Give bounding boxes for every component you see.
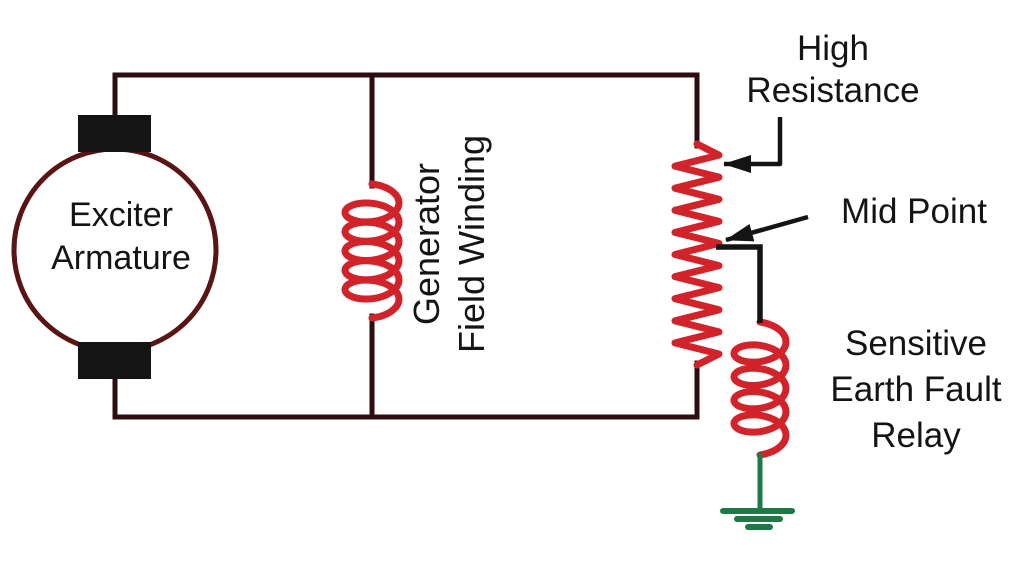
earth-fault-relay-coil bbox=[730, 318, 790, 459]
midpoint-tap-wire bbox=[716, 244, 763, 323]
sensitive-earth-fault-relay-label-line1: Sensitive bbox=[844, 324, 988, 363]
generator-field-winding-coil bbox=[341, 180, 403, 322]
brush-top-rect bbox=[78, 115, 151, 152]
high-resistance-label-line2: Resistance bbox=[746, 71, 920, 110]
generator-field-winding-label: Generator Field Winding bbox=[404, 135, 494, 353]
sensitive-earth-fault-relay-label: Sensitive Earth Fault Relay bbox=[830, 321, 1001, 459]
high-resistance-label-line1: High bbox=[797, 29, 869, 68]
high-resistance-label: High Resistance bbox=[746, 28, 919, 112]
brush-bottom-rect bbox=[78, 342, 151, 379]
exciter-armature-label-line2: Armature bbox=[51, 239, 191, 277]
exciter-armature-label-line1: Exciter bbox=[69, 196, 173, 234]
mid-point-label: Mid Point bbox=[841, 192, 987, 231]
sensitive-earth-fault-relay-label-line3: Relay bbox=[871, 416, 961, 455]
generator-field-winding-label-line1: Generator bbox=[406, 162, 447, 326]
mid-point-arrow bbox=[725, 214, 809, 243]
high-resistance-arrow bbox=[723, 117, 783, 173]
exciter-armature-label: Exciter Armature bbox=[51, 194, 191, 280]
high-resistance-zigzag bbox=[671, 140, 723, 369]
sensitive-earth-fault-relay-label-line2: Earth Fault bbox=[830, 370, 1002, 409]
generator-field-winding-label-line2: Field Winding bbox=[451, 134, 492, 354]
